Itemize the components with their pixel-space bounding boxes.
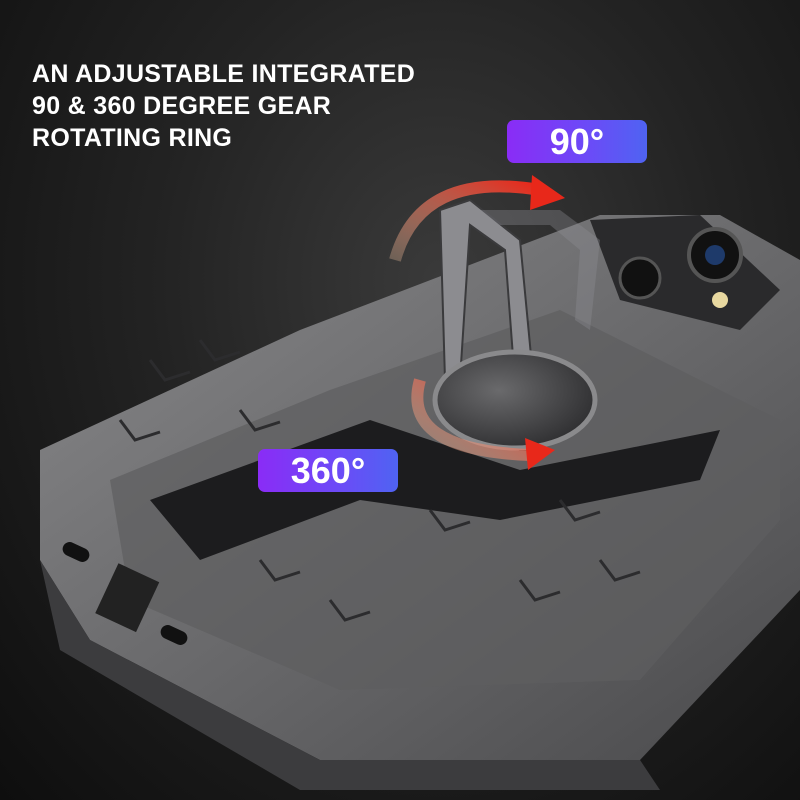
headline-line: AN ADJUSTABLE INTEGRATED (32, 60, 416, 88)
rotate-90-arrow (389, 180, 541, 262)
port (160, 625, 188, 645)
charging-port (95, 563, 160, 633)
arrow-head (525, 438, 555, 470)
tread-pattern (118, 339, 641, 622)
headline: AN ADJUSTABLE INTEGRATED 90 & 360 DEGREE… (32, 58, 415, 154)
port (62, 542, 90, 562)
badge-360-degree: 360° (258, 449, 398, 492)
badge-90-degree: 90° (507, 120, 647, 163)
headline-line: ROTATING RING (32, 124, 233, 152)
camera-module (590, 215, 780, 330)
ring-disc (432, 349, 598, 451)
rotating-ring-stand (432, 198, 600, 451)
headline-line: 90 & 360 DEGREE GEAR (32, 92, 332, 120)
arrow-head (530, 175, 565, 210)
phone-case (40, 215, 800, 790)
rotate-360-arrow (411, 378, 531, 461)
